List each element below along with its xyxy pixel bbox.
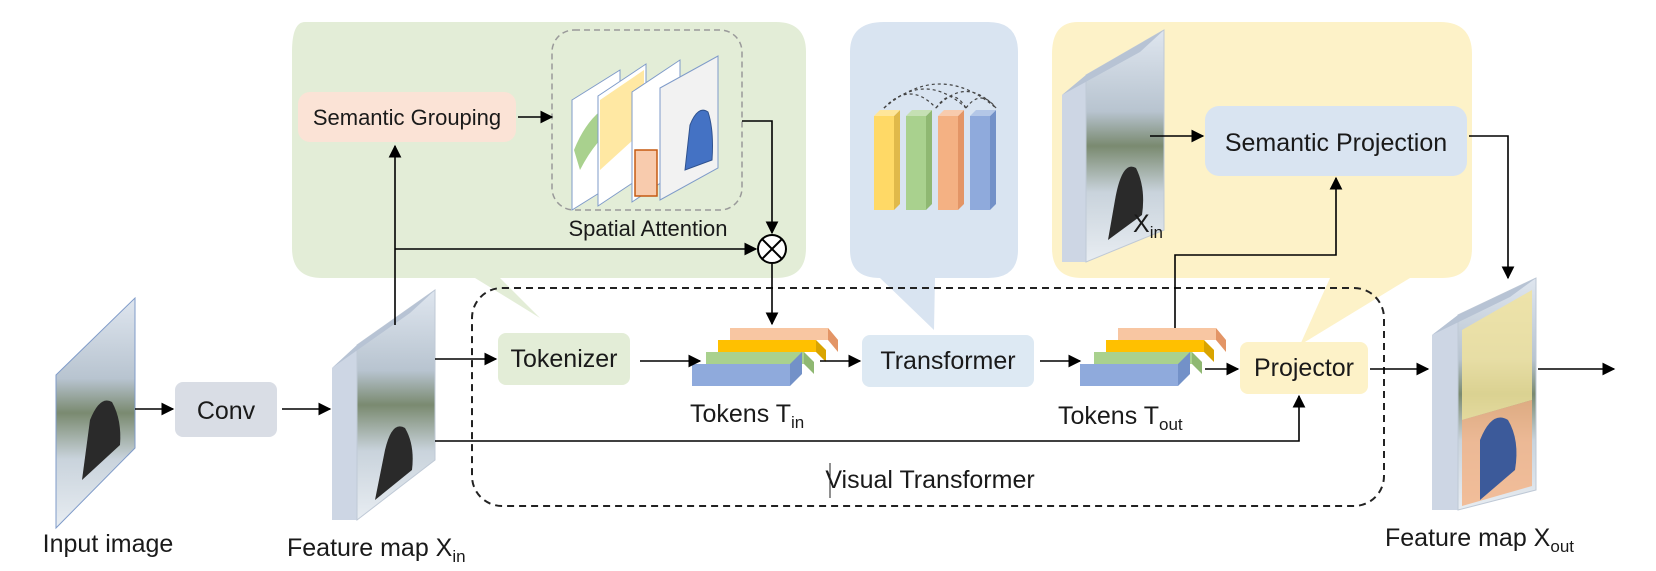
input-image-label: Input image <box>43 530 174 558</box>
tokens-out-stack <box>1080 328 1226 386</box>
token-blue <box>1080 352 1190 386</box>
tokenizer-box <box>498 333 630 385</box>
projector-label: Projector <box>1254 354 1354 382</box>
semantic-grouping-box <box>298 92 516 142</box>
visual-transformer-frame <box>471 287 1385 507</box>
token-green <box>1094 352 1202 374</box>
token-blue <box>692 352 802 386</box>
semantic-projection-label: Semantic Projection <box>1225 129 1447 157</box>
spatial-attention-frame <box>551 29 743 211</box>
connector-arrows <box>135 110 1616 442</box>
x-in-image <box>1062 29 1165 263</box>
token-orange <box>730 328 838 352</box>
transformer-label: Transformer <box>880 347 1015 375</box>
projector-box <box>1240 342 1368 394</box>
feature-map-in <box>332 289 436 522</box>
token-yellow <box>1106 340 1214 362</box>
transformer-token-bars <box>874 83 997 210</box>
token-yellow <box>718 340 826 362</box>
visual-transformer-label: Visual Transformer <box>825 466 1034 494</box>
tokenizer-label: Tokenizer <box>511 345 618 373</box>
x-in-label: Xin <box>1133 210 1163 242</box>
token-green <box>706 352 814 374</box>
feature-map-in-label: Feature map Xin <box>287 534 466 566</box>
attention-maps-stack <box>571 55 719 211</box>
tokens-in-label: Tokens Tin <box>690 400 804 432</box>
green-callout-panel <box>292 22 806 318</box>
spatial-attention-label: Spatial Attention <box>568 216 727 241</box>
feature-map-out-label: Feature map Xout <box>1385 524 1574 556</box>
semantic-grouping-label: Semantic Grouping <box>313 105 501 130</box>
feature-map-out <box>1432 277 1537 511</box>
tokens-out-label: Tokens Tout <box>1058 402 1183 434</box>
transformer-box <box>862 335 1034 387</box>
tokens-in-stack <box>692 328 838 386</box>
semantic-projection-box <box>1205 106 1467 176</box>
conv-box <box>175 382 277 437</box>
multiply-node <box>757 234 787 264</box>
input-image <box>55 296 136 530</box>
conv-label: Conv <box>197 397 256 425</box>
token-orange <box>1118 328 1226 352</box>
